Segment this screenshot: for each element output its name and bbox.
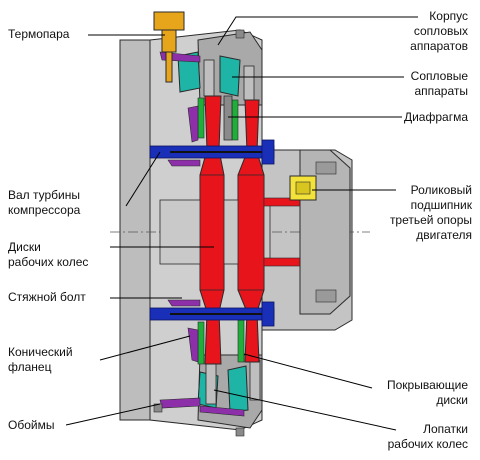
bearing-housing — [289, 149, 351, 315]
label-nozzle-casing: Корпус сопловых аппаратов — [410, 9, 468, 54]
diaphragm — [223, 95, 233, 141]
label-line: Вал турбины — [8, 188, 81, 202]
label-line: Корпус — [429, 9, 468, 23]
thermocouple-icon — [153, 11, 185, 83]
label-line: аппаратов — [410, 39, 468, 53]
label-line: аппараты — [414, 84, 468, 98]
label-line: Роликовый — [410, 183, 472, 197]
rotor-disks — [159, 95, 315, 365]
label-rotor-blades: Лопатки рабочих колес — [388, 422, 468, 452]
label-line: третьей опоры — [389, 213, 472, 227]
label-line: Лопатки — [423, 422, 468, 436]
label-conical-flange: Конический фланец — [8, 345, 73, 375]
label-line: Диски — [8, 240, 41, 254]
label-line: диски — [436, 393, 468, 407]
conical-flange — [167, 105, 201, 363]
label-cover-disks: Покрывающие диски — [387, 378, 468, 408]
label-line: подшипник — [410, 198, 472, 212]
label-line: фланец — [8, 360, 52, 374]
tie-bolts — [170, 151, 262, 315]
label-diaphragm: Диафрагма — [403, 110, 468, 124]
label-line: Конический — [8, 345, 73, 359]
leader-lines — [65, 16, 418, 431]
label-rotor-disks: Диски рабочих колес — [8, 240, 88, 270]
label-line: компрессора — [8, 203, 81, 217]
label-thermocouple: Термопара — [8, 27, 70, 41]
rotor-blades — [203, 59, 261, 405]
label-tie-bolt: Стяжной болт — [8, 290, 86, 304]
label-line: рабочих колес — [387, 437, 468, 451]
label-line: рабочих колес — [8, 255, 89, 269]
label-line: Покрывающие — [386, 378, 468, 392]
label-roller-bearing: Роликовый подшипник третьей опоры двигат… — [390, 183, 472, 243]
label-line: сопловых — [413, 24, 468, 38]
label-line: Сопловые — [410, 69, 468, 83]
label-nozzle-vanes: Сопловые аппараты — [411, 69, 468, 99]
label-line: двигателя — [416, 228, 472, 242]
label-retainers: Обоймы — [8, 418, 55, 432]
label-shaft: Вал турбины компрессора — [8, 188, 80, 218]
